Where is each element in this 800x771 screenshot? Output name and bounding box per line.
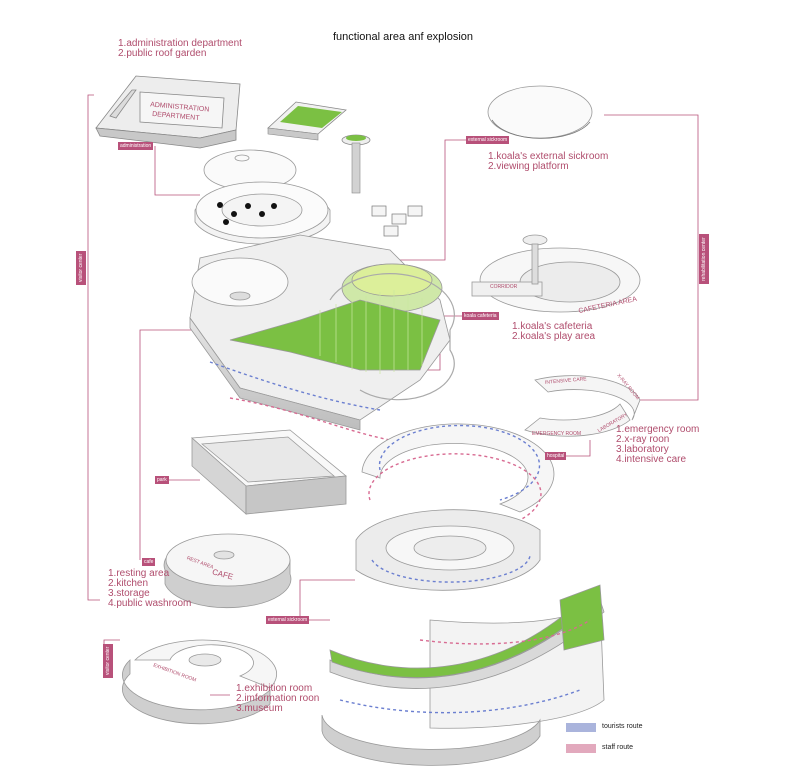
tag-cafe: cafe (142, 558, 156, 566)
note-sickroom-item-1: 1.koala's external sickroom (488, 151, 609, 162)
bottom-spiral (321, 584, 605, 766)
sickroom-furniture (371, 205, 423, 237)
legend-label-staff: staff route (602, 744, 634, 751)
note-cafe-item-4: 4.public washroom (108, 598, 192, 609)
note-cafe-item-3: 3.storage (108, 588, 150, 599)
route-lines-lower (339, 619, 591, 714)
note-hospital-item-2: 2.x-ray roon (616, 434, 670, 445)
note-sickroom: 1.koala's external sickroom 2.viewing pl… (488, 152, 608, 172)
note-cafe-item-2: 2.kitchen (108, 578, 149, 589)
admin-furniture (217, 202, 277, 225)
legend-swatch-staff (566, 744, 596, 753)
note-hospital-item-1: 1.emergency room (616, 424, 700, 435)
hospital-floor-ring (355, 423, 555, 591)
side-tag-rehabilitation-center: rehabilitation center (699, 234, 709, 284)
legend-label-tourists: tourists route (602, 723, 643, 730)
hospital-arc (524, 375, 641, 437)
note-hospital: 1.emergency room 2.x-ray roon 3.laborato… (616, 425, 699, 465)
note-hospital-item-4: 4.intensive care (616, 454, 687, 465)
green-plaza-layer (189, 234, 455, 431)
note-cafeteria: 1.koala's cafeteria 2.koala's play area (512, 322, 595, 342)
note-exhibition-item-2: 2.imformation roon (236, 693, 320, 704)
legend-swatch-tourists (566, 723, 596, 732)
admin-building (95, 75, 241, 149)
tag-hospital: hospital (545, 452, 567, 460)
tag-park: park (155, 476, 169, 484)
diagram-title: functional area anf explosion (333, 31, 474, 43)
exhibition-ring (121, 639, 277, 725)
label-emergency: EMERGENCY ROOM (532, 431, 582, 437)
note-cafeteria-item-1: 1.koala's cafeteria (512, 321, 593, 332)
rehab-ring-upper (487, 85, 593, 139)
side-tag-visitor-center-2: visitor center (103, 643, 113, 678)
park-box (191, 429, 347, 515)
admin-floor-plate (194, 149, 331, 245)
cafeteria-ring (471, 234, 641, 313)
note-cafe-item-1: 1.resting area (108, 568, 170, 579)
tag-external-sickroom-2: external sickroom (266, 616, 310, 624)
note-admin: 1.administration department 2.public roo… (118, 39, 242, 59)
route-lines-upper (209, 361, 391, 441)
note-hospital-item-3: 3.laboratory (616, 444, 669, 455)
viewing-tower (341, 134, 371, 194)
tag-administration: administration (118, 142, 154, 150)
note-admin-item-2: 2.public roof garden (118, 48, 207, 59)
cafe-ring (163, 533, 292, 609)
note-exhibition-item-1: 1.exhibition room (236, 683, 313, 694)
note-cafe: 1.resting area 2.kitchen 3.storage 4.pub… (108, 569, 191, 609)
note-sickroom-item-2: 2.viewing platform (488, 161, 569, 172)
note-cafeteria-item-2: 2.koala's play area (512, 331, 596, 342)
note-admin-item-1: 1.administration department (118, 38, 242, 49)
label-corridor: CORRIDOR (490, 284, 518, 290)
side-tag-visitor-center: visitor center (76, 250, 86, 285)
roof-garden-strip (267, 101, 347, 141)
plaza-trees (319, 290, 423, 374)
tag-koala-cafeteria: koala cafeteria (462, 312, 499, 320)
tag-external-sickroom: external sickroom (466, 136, 510, 144)
route-lines-middle (368, 424, 542, 583)
note-exhibition: 1.exhibition room 2.imformation roon 3.m… (236, 684, 319, 714)
note-exhibition-item-3: 3.museum (236, 703, 283, 714)
